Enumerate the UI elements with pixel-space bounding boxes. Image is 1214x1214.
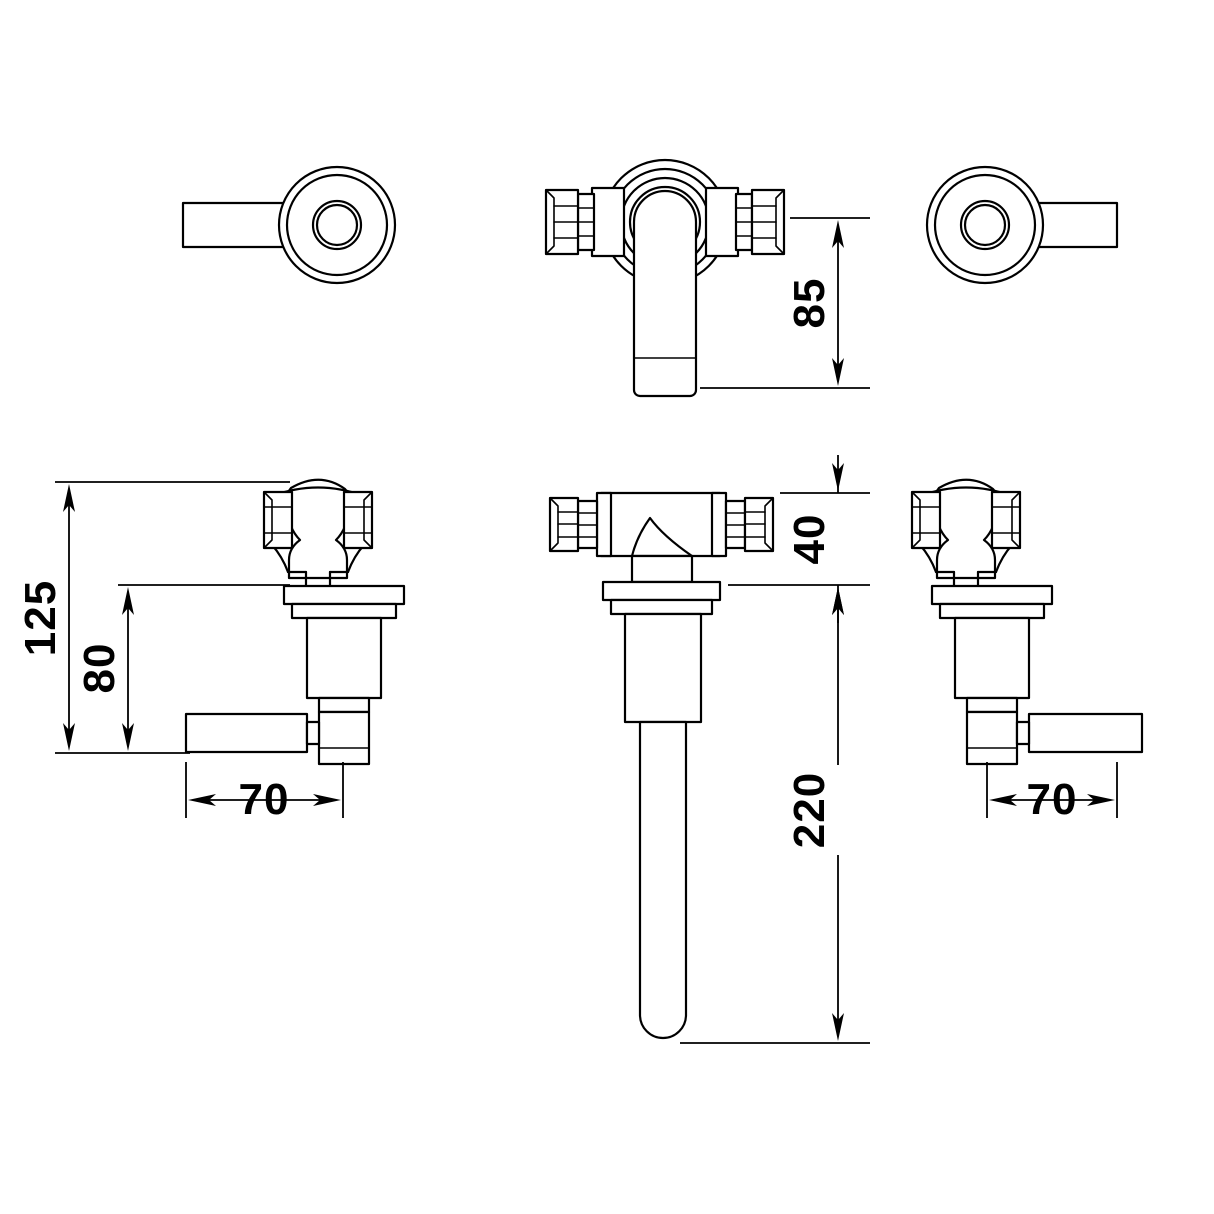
collar-right — [704, 186, 740, 258]
dimension-70-left-arrow-b — [313, 794, 341, 806]
dimension-85-text: 85 — [785, 278, 834, 329]
dimension-85-arrow-bottom — [832, 358, 844, 386]
view-bottom-right-handle — [910, 478, 1144, 766]
dimension-70-right-text: 70 — [1027, 775, 1078, 824]
dimension-220-text: 220 — [785, 772, 834, 848]
dome-neck — [304, 570, 332, 587]
barrel — [305, 616, 383, 700]
body-collar-left — [595, 491, 613, 558]
hex-nut-left-flats — [557, 511, 579, 538]
barrel-collar — [317, 696, 371, 714]
dimension-40: 40 — [728, 455, 870, 623]
thread-left-lines — [577, 207, 595, 237]
hex-nut-left-chamfer — [911, 491, 921, 549]
dimension-70-left-arrow-a — [188, 794, 216, 806]
barrel — [953, 616, 1031, 700]
lever-arm — [1027, 712, 1144, 754]
dimension-125-text: 125 — [16, 580, 65, 656]
dimension-125-arrow-bottom — [63, 723, 75, 751]
wall-flange-plate — [601, 580, 722, 602]
hex-nut-left — [910, 490, 942, 550]
valve-cap-block — [317, 710, 371, 766]
wall-flange-base — [938, 602, 1046, 620]
riser-block — [623, 612, 703, 724]
hex-nut-left-flats — [911, 506, 941, 534]
view-top-right-handle — [925, 165, 1119, 285]
dimension-40-arrow-top — [832, 463, 844, 491]
dimension-40-text: 40 — [785, 514, 834, 565]
valve-cap-outer — [311, 199, 363, 251]
thread-left-lines — [577, 512, 598, 538]
dome-body — [284, 478, 352, 580]
hex-nut-right-chamfer — [1011, 491, 1021, 549]
collar-left — [590, 186, 626, 258]
dimension-85: 85 — [700, 217, 870, 389]
dimension-70-left: 70 — [185, 762, 344, 824]
body-internal-arcs — [630, 516, 694, 558]
dimension-125-arrow-top — [63, 484, 75, 512]
dimension-125: 125 — [16, 481, 290, 754]
dimension-220-arrow-top — [832, 587, 844, 615]
valve-cap-block — [965, 710, 1019, 766]
dimension-220: 220 — [680, 587, 870, 1044]
thread-right-lines — [725, 512, 746, 538]
hex-nut-left-flats — [263, 506, 293, 534]
dimension-70-right-arrow-a — [989, 794, 1017, 806]
lever-arm — [184, 712, 309, 754]
hex-nut-right-chamfer — [363, 491, 373, 549]
dimension-80-arrow-top — [122, 587, 134, 615]
view-top-left-handle — [181, 165, 397, 285]
view-bottom-center-spout — [548, 491, 775, 1040]
spout-tube — [632, 189, 698, 398]
escutcheon-inner-ring — [285, 173, 389, 277]
thread-right-lines — [735, 207, 753, 237]
view-top-center-spout — [544, 158, 786, 398]
dimension-80: 80 — [75, 584, 290, 751]
escutcheon-inner-ring — [933, 173, 1037, 277]
dome-body — [932, 478, 1000, 580]
body-neck — [630, 554, 694, 584]
hex-nut-right-flats — [744, 511, 766, 538]
dimension-85-arrow-top — [832, 220, 844, 248]
wall-flange-base — [609, 598, 714, 616]
wall-flange-plate — [930, 584, 1054, 606]
valve-cap-outer — [959, 199, 1011, 251]
dimension-80-arrow-bottom — [122, 723, 134, 751]
valve-cap-inner — [315, 203, 359, 247]
valve-cap-inner — [963, 203, 1007, 247]
dimension-70-left-text: 70 — [239, 775, 290, 824]
wall-flange-base — [290, 602, 398, 620]
dome-neck — [952, 570, 980, 587]
hex-nut-left-flats — [553, 205, 579, 239]
hex-nut-right-flats — [343, 506, 373, 534]
lever-neck — [1015, 720, 1031, 746]
dimension-70-right-arrow-b — [1087, 794, 1115, 806]
hex-nut-right — [990, 490, 1022, 550]
body-collar-right — [710, 491, 728, 558]
hex-nut-left-chamfer — [263, 491, 273, 549]
dimension-220-arrow-bottom — [832, 1013, 844, 1041]
barrel-collar — [965, 696, 1019, 714]
hex-nut-right — [342, 490, 374, 550]
body-block — [599, 491, 722, 558]
hex-nut-left — [262, 490, 294, 550]
view-bottom-left-handle — [184, 478, 406, 766]
dimension-70-right: 70 — [986, 762, 1118, 824]
wall-flange-plate — [282, 584, 406, 606]
lever-neck — [305, 720, 321, 746]
spout-tube — [638, 720, 688, 1040]
dimension-80-text: 80 — [75, 643, 124, 694]
hex-nut-right-flats — [751, 205, 777, 239]
dimension-220-text-mask — [812, 765, 864, 855]
hex-nut-right-flats — [991, 506, 1021, 534]
